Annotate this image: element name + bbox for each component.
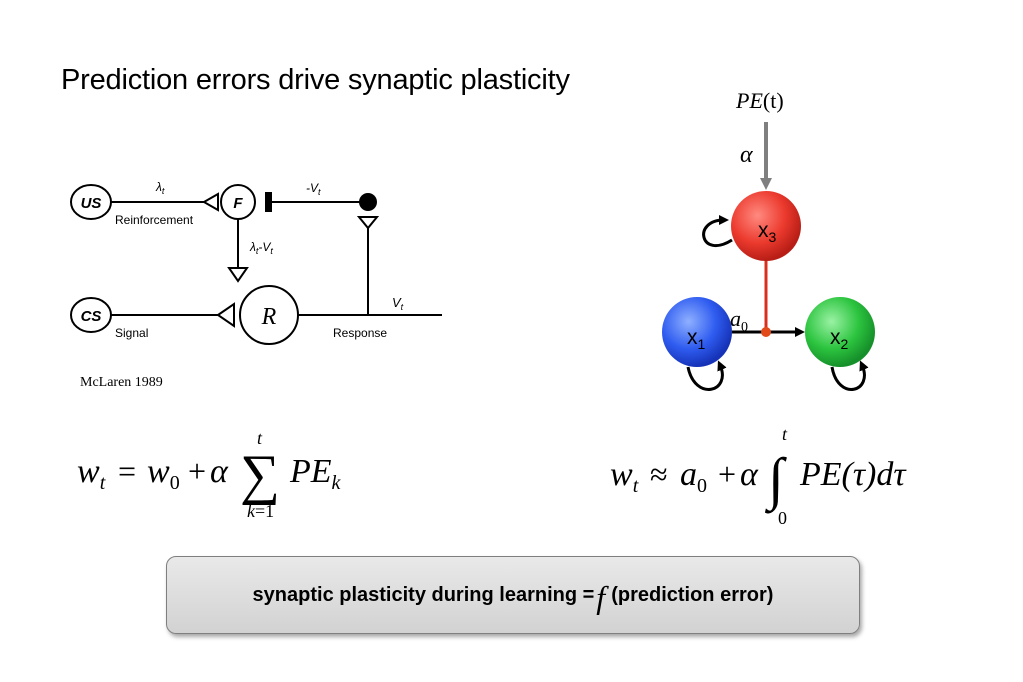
- lambda-minus-v-label: λt-Vt: [249, 240, 273, 256]
- citation: McLaren 1989: [80, 375, 163, 390]
- x2-label: x2: [830, 326, 849, 352]
- eq-left-pe: PEk: [289, 453, 342, 494]
- eq-right-upper: t: [782, 424, 788, 444]
- equation-left: wt = w0 + α ∑ t k=1 PEk: [77, 428, 342, 521]
- eq-left-w0: w0: [147, 453, 180, 494]
- r-label: R: [261, 304, 277, 330]
- eq-right-a0: a0: [680, 456, 707, 497]
- a0-label: a0: [730, 306, 748, 335]
- eq-right-integral: ∫: [764, 446, 787, 514]
- x2-self-loop: [830, 360, 869, 391]
- cs-label: CS: [81, 308, 102, 325]
- alpha-label: α: [740, 142, 753, 168]
- v-label: Vt: [392, 295, 404, 312]
- response-feedback-triangle: [356, 216, 380, 230]
- f-to-r-triangle: [227, 267, 249, 283]
- equation-right: wt ≈ a0 + α ∫ t 0 PE(τ)dτ: [610, 424, 907, 528]
- summary-box: synaptic plasticity during learning = f …: [166, 556, 860, 634]
- eq-right-alpha: α: [740, 456, 759, 493]
- x1-node: [662, 297, 732, 367]
- eq-right-pe: PE(τ)dτ: [799, 456, 907, 493]
- response-label: Response: [333, 326, 387, 340]
- neg-v-label: -Vt: [306, 181, 321, 197]
- us-label: US: [81, 195, 102, 212]
- reinforcement-label: Reinforcement: [115, 213, 194, 227]
- eq-left-equals: =: [118, 453, 136, 489]
- x3-self-loop: [702, 215, 733, 248]
- eq-right-approx: ≈: [650, 456, 668, 492]
- x1-label: x1: [687, 326, 706, 352]
- summary-text-before: synaptic plasticity during learning =: [252, 583, 595, 606]
- x3-node: [731, 191, 801, 261]
- lambda-label: λt: [155, 180, 165, 196]
- eq-left-sigma: ∑: [240, 444, 280, 506]
- x3-label: x3: [758, 219, 777, 245]
- neg-v-dot: [359, 193, 377, 211]
- eq-left-upper: t: [257, 428, 263, 448]
- eq-right-w: wt: [610, 456, 639, 497]
- inhibitory-bar: [265, 192, 272, 212]
- signal-label: Signal: [115, 326, 148, 340]
- eq-left-plus: +: [188, 453, 206, 489]
- pe-input-label: PE(t): [735, 88, 784, 113]
- f-label: F: [233, 195, 243, 212]
- slide-title: Prediction errors drive synaptic plastic…: [61, 64, 570, 96]
- eq-right-lower: 0: [778, 508, 787, 528]
- eq-left-w: wt: [77, 453, 106, 494]
- x2-node: [805, 297, 875, 367]
- reinforcement-synapse-triangle: [201, 192, 219, 212]
- eq-left-lower: k=1: [247, 501, 274, 521]
- mclaren-diagram: US λt Reinforcement F -Vt λt-Vt CS Signa…: [70, 180, 442, 345]
- network-diagram: PE(t) α a0 x3 x1 x2: [662, 88, 875, 391]
- a0-junction-dot: [761, 327, 771, 337]
- summary-f-symbol: f: [596, 578, 606, 615]
- eq-left-alpha: α: [210, 453, 229, 490]
- eq-right-plus: +: [718, 456, 736, 492]
- summary-text-after: (prediction error): [611, 583, 774, 606]
- x1-self-loop: [686, 360, 727, 391]
- signal-synapse-triangle: [216, 302, 235, 328]
